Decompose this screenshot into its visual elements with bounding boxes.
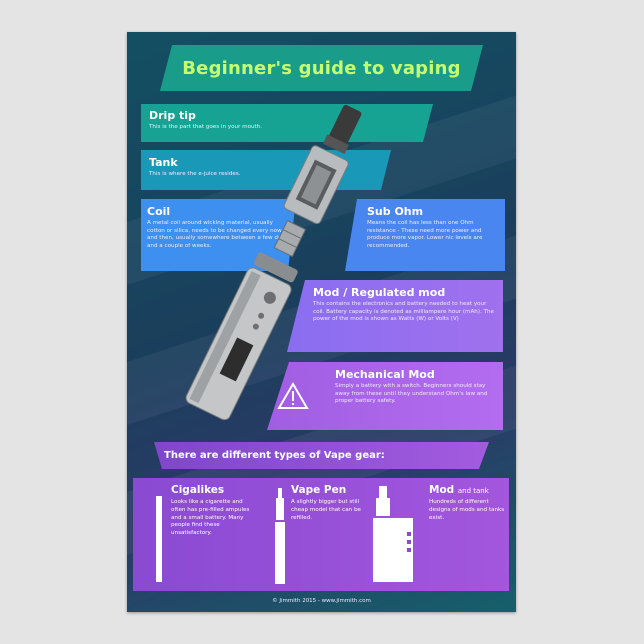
- mechanical-mod-banner: Mechanical Mod Simply a battery with a s…: [267, 362, 503, 430]
- vape-pen-column: Vape Pen A slightly bigger but still che…: [291, 484, 369, 522]
- mod-and-tank-icon: [373, 486, 413, 582]
- types-panel: Cigalikes Looks like a cigarette and oft…: [133, 478, 509, 591]
- poster: Beginner's guide to vaping Drip tip This…: [127, 32, 516, 612]
- vape-pen-desc: A slightly bigger but still cheap model …: [291, 499, 361, 521]
- coil-desc: A metal coil around wicking material, us…: [147, 220, 288, 249]
- mod-desc: This contains the electronics and batter…: [313, 301, 494, 323]
- title-banner: Beginner's guide to vaping: [160, 45, 483, 91]
- vape-pen-title: Vape Pen: [291, 484, 347, 496]
- cigalikes-desc: Looks like a cigarette and often has pre…: [171, 499, 250, 537]
- tank-title: Tank: [149, 156, 178, 169]
- vape-device-illustration: [185, 104, 362, 421]
- types-banner: There are different types of Vape gear:: [154, 442, 489, 469]
- tank-desc: This is where the e-juice resides.: [149, 171, 241, 177]
- drip-tip-title: Drip tip: [149, 109, 196, 122]
- sub-ohm-desc: Means the coil has less than one Ohm res…: [367, 220, 483, 249]
- cigalikes-column: Cigalikes Looks like a cigarette and oft…: [171, 484, 255, 538]
- page-title: Beginner's guide to vaping: [182, 57, 461, 79]
- warning-icon: [277, 382, 309, 409]
- sub-ohm-banner: Sub Ohm Means the coil has less than one…: [345, 199, 505, 271]
- cigalikes-title: Cigalikes: [171, 484, 225, 496]
- mod-title: Mod / Regulated mod: [313, 286, 446, 299]
- mod-and-tank-desc: Hundreds of different designs of mods an…: [429, 499, 505, 521]
- coil-title: Coil: [147, 205, 171, 218]
- mod-and-tank-column: Mod and tank Hundreds of different desig…: [429, 484, 505, 522]
- cigalike-icon: [156, 496, 162, 582]
- mod-banner: Mod / Regulated mod This contains the el…: [287, 280, 503, 352]
- mod-and-tank-title: Mod and tank: [429, 484, 489, 496]
- drip-tip-desc: This is the part that goes in your mouth…: [149, 124, 263, 130]
- sub-ohm-title: Sub Ohm: [367, 205, 424, 218]
- drip-tip-banner: Drip tip This is the part that goes in y…: [141, 104, 433, 142]
- mechanical-mod-title: Mechanical Mod: [335, 368, 435, 381]
- tank-banner: Tank This is where the e-juice resides.: [141, 150, 391, 190]
- mechanical-mod-desc: Simply a battery with a switch. Beginner…: [335, 383, 488, 405]
- types-heading: There are different types of Vape gear:: [164, 450, 385, 461]
- vape-pen-icon: [275, 488, 285, 584]
- footer-copyright: © Jimmith 2015 - www.jimmith.com: [272, 598, 371, 604]
